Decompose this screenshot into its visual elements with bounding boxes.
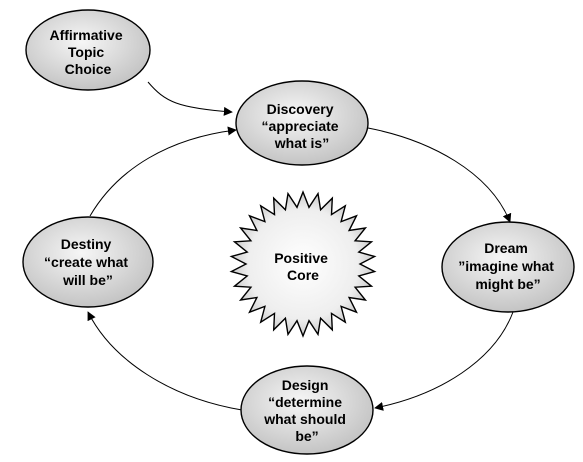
edge-design-to-destiny xyxy=(87,311,243,411)
node-label: Positive Core xyxy=(274,250,332,283)
node-discovery: Discovery “appreciate what is” xyxy=(235,80,369,166)
node-label: Affirmative Topic Choice xyxy=(49,27,126,77)
node-affirmative-topic-choice: Affirmative Topic Choice xyxy=(25,9,151,91)
node-destiny: Destiny “create what will be” xyxy=(22,216,154,308)
starburst-shape xyxy=(229,190,377,338)
node-shape xyxy=(441,221,575,313)
node-label: Dream ”imagine what might be” xyxy=(458,240,558,292)
node-positive-core: Positive Core xyxy=(229,190,377,338)
node-label: Discovery “appreciate what is” xyxy=(262,101,343,151)
node-label: Design “determine what should be” xyxy=(263,377,350,444)
node-shape xyxy=(235,80,369,166)
node-shape xyxy=(25,9,151,91)
edge-affirmative-to-discovery xyxy=(147,81,233,116)
edge-destiny-to-discovery xyxy=(89,126,237,217)
node-dream: Dream ”imagine what might be” xyxy=(441,221,575,313)
node-shape xyxy=(240,365,374,455)
node-design: Design “determine what should be” xyxy=(240,365,374,455)
node-shape xyxy=(22,216,154,308)
node-label: Destiny “create what will be” xyxy=(44,236,132,288)
edge-dream-to-design xyxy=(374,311,514,411)
edge-discovery-to-dream xyxy=(367,127,512,223)
